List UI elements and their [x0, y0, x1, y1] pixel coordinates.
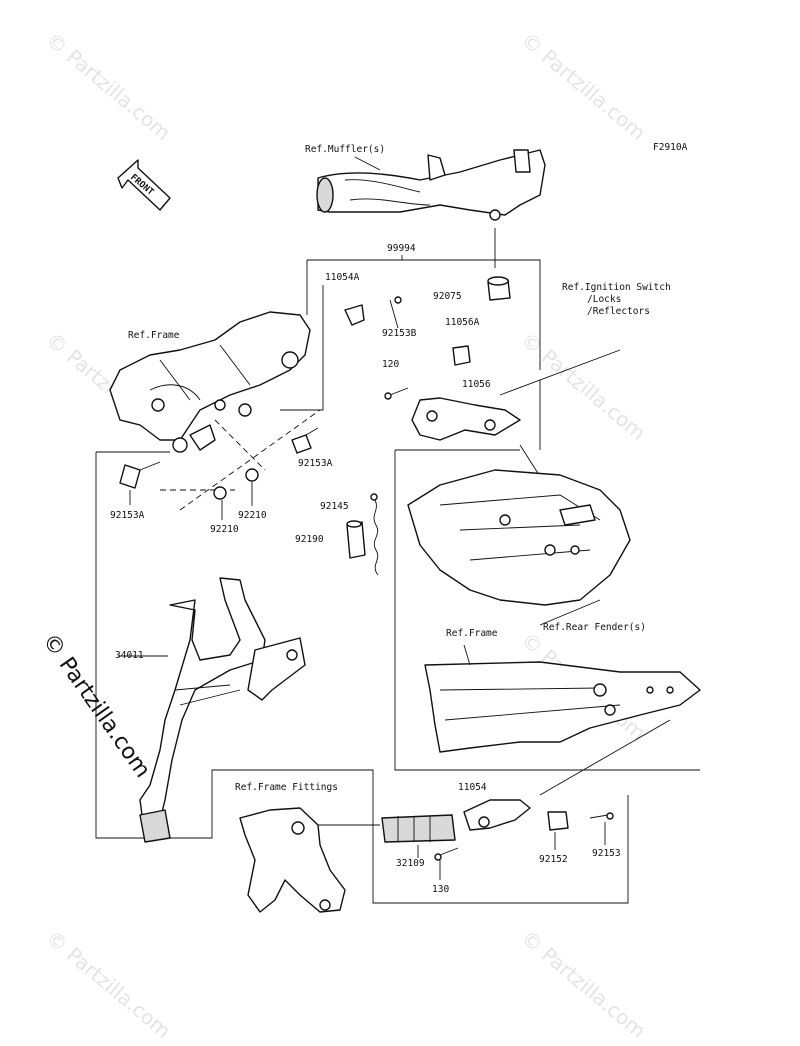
watermark-top-left: © Partzilla.com: [42, 27, 176, 145]
label-ref-frame-fittings: Ref.Frame Fittings: [235, 782, 338, 793]
watermark-top-right: © Partzilla.com: [517, 27, 651, 145]
label-11054: 11054: [458, 782, 487, 793]
bracket-11054: [463, 799, 531, 831]
label-ref-locks: /Locks: [587, 294, 621, 305]
label-92153A-right: 92153A: [298, 458, 333, 469]
grommet-92075: [487, 276, 511, 301]
bolt-120: [384, 387, 409, 400]
muffler-reference-drawing: [316, 149, 546, 221]
spring-92145: [370, 493, 379, 576]
bolt-130: [434, 847, 459, 861]
nut-92210-right: [245, 468, 259, 482]
front-arrow-icon: FRONT: [117, 159, 171, 211]
clamp-11054A: [344, 304, 365, 326]
label-ref-frame-top: Ref.Frame: [128, 330, 180, 341]
label-92210-right: 92210: [238, 510, 267, 521]
rear-fender-reference-drawing: [407, 469, 631, 606]
nut-92152: [547, 811, 569, 831]
label-ref-reflectors: /Reflectors: [587, 306, 650, 317]
label-92210-left: 92210: [210, 524, 239, 535]
label-92153: 92153: [592, 848, 621, 859]
collar-92190: [346, 520, 366, 559]
label-ref-mufflers: Ref.Muffler(s): [305, 144, 385, 155]
nut-92210-left: [213, 486, 227, 500]
leader-lines: [95, 228, 700, 904]
watermark-mid-right: © Partzilla.com: [517, 327, 651, 445]
watermark-bottom-right: © Partzilla.com: [517, 925, 651, 1043]
label-92145: 92145: [320, 501, 349, 512]
stand-assembly-drawing: [139, 577, 306, 843]
label-leaders: [118, 156, 606, 880]
bolt-92153A-left: [119, 461, 161, 489]
frame-reference-drawing: [109, 311, 311, 453]
part-labels: Ref.Muffler(s) 99994 11054A 92153B 92075…: [110, 144, 671, 895]
diagram-code: F2910A: [653, 142, 688, 153]
label-34011: 34011: [115, 650, 144, 661]
label-11056: 11056: [462, 379, 491, 390]
label-130: 130: [432, 884, 449, 895]
frame-lower-reference-drawing: [424, 661, 701, 753]
label-120: 120: [382, 359, 399, 370]
label-11054A: 11054A: [325, 272, 360, 283]
label-ref-ignition: Ref.Ignition Switch: [562, 282, 671, 293]
label-92153A-left: 92153A: [110, 510, 145, 521]
frame-fittings-reference-drawing: [239, 807, 346, 913]
label-92153B: 92153B: [382, 328, 417, 339]
plate-11056A: [452, 345, 471, 366]
label-32109: 32109: [396, 858, 425, 869]
watermark-bottom-left: © Partzilla.com: [42, 925, 176, 1043]
label-ref-frame-mid: Ref.Frame: [446, 628, 498, 639]
bolt-92153A-right: [291, 427, 319, 454]
label-92190: 92190: [295, 534, 324, 545]
label-92152: 92152: [539, 854, 568, 865]
bracket-11056: [411, 397, 521, 441]
label-ref-rear-fender: Ref.Rear Fender(s): [543, 622, 646, 633]
bolt-92153: [589, 812, 614, 820]
label-11056A: 11056A: [445, 317, 480, 328]
bolt-92153B: [389, 296, 402, 329]
footpeg-32109: [381, 814, 456, 843]
label-99994: 99994: [387, 243, 416, 254]
label-92075: 92075: [433, 291, 462, 302]
